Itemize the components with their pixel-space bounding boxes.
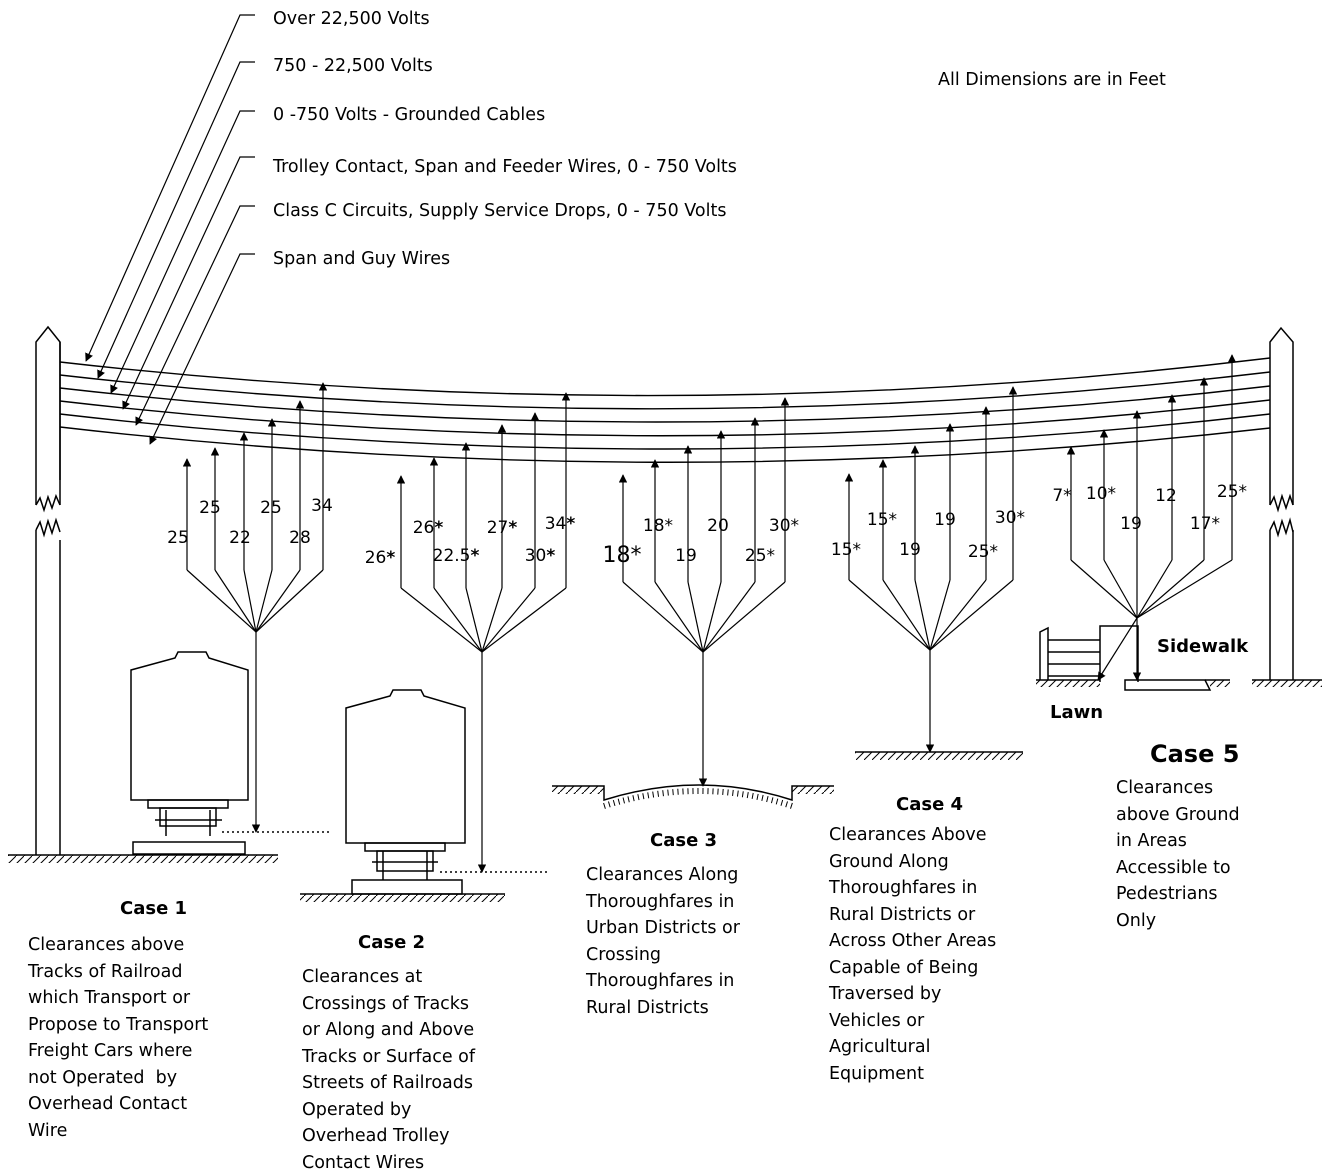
fan-line	[481, 587, 503, 653]
clearance-label: 25	[260, 498, 282, 518]
fan-line	[929, 579, 987, 651]
fan-line	[929, 579, 951, 651]
lawn-arrow	[1097, 617, 1138, 681]
fan-line	[400, 587, 483, 653]
sidewalk-label: Sidewalk	[1157, 636, 1249, 657]
legend-item-span-guy: Span and Guy Wires	[273, 249, 451, 269]
clearance-label: 10*	[1085, 484, 1117, 504]
clearance-label: 19	[934, 510, 956, 530]
legend-item-class-c: Class C Circuits, Supply Service Drops, …	[273, 201, 727, 221]
fan-line	[481, 587, 567, 653]
clearance-label: 25*	[744, 546, 776, 566]
fan-line	[702, 581, 756, 653]
clearance-label: 34*	[544, 514, 576, 534]
clearance-label: 26*	[412, 518, 444, 538]
clearance-label: 19	[1120, 514, 1142, 534]
clearance-label: 19	[899, 540, 921, 560]
clearance-label: 34	[311, 496, 333, 516]
fan-line	[702, 581, 722, 653]
clearance-label: 22.5*	[432, 546, 480, 566]
fan-line	[214, 569, 257, 633]
clearance-label: 30*	[994, 508, 1026, 528]
fan-line	[702, 581, 786, 653]
legend-item-trolley: Trolley Contact, Span and Feeder Wires, …	[273, 157, 737, 177]
case4-title: Case 4	[896, 794, 964, 815]
fan-line	[882, 579, 931, 651]
ground-case2	[300, 894, 505, 902]
rail-car-case2	[345, 689, 548, 895]
ground-case1	[8, 855, 278, 863]
fan-line	[654, 581, 704, 653]
case2-title: Case 2	[358, 932, 426, 953]
fan-line	[622, 581, 704, 653]
ground-case4	[855, 752, 1023, 760]
fan-line	[687, 581, 704, 653]
case5-description: Clearances above Ground in Areas Accessi…	[1116, 778, 1240, 931]
fan-line	[848, 579, 931, 651]
fan-line	[1070, 559, 1138, 619]
fan-line	[255, 569, 324, 633]
fan-line	[433, 587, 483, 653]
rail-car-case1	[130, 651, 330, 855]
fan-line	[255, 569, 301, 633]
fan-line	[1103, 559, 1138, 619]
fan-line	[186, 569, 257, 633]
clearance-label: 15*	[866, 510, 898, 530]
clearance-label: 28	[289, 528, 311, 548]
clearance-label: 15*	[830, 540, 862, 560]
clearance-label: 25*	[967, 542, 999, 562]
right-pole	[1269, 326, 1294, 680]
clearance-label: 12	[1155, 486, 1177, 506]
ground-right-pole	[1252, 680, 1322, 687]
case2-description: Clearances at Crossings of Tracks or Alo…	[302, 967, 476, 1173]
legend-leaders	[85, 14, 255, 445]
ground-case5b	[1210, 680, 1230, 687]
clearance-label: 25	[167, 528, 189, 548]
clearance-label: 18*	[642, 516, 674, 536]
clearance-label: 30*	[768, 516, 800, 536]
clearance-label: 18*	[602, 543, 642, 568]
case3-description: Clearances Along Thoroughfares in Urban …	[586, 865, 740, 1018]
wires	[59, 357, 1271, 463]
clearance-label: 30*	[524, 546, 556, 566]
clearance-label: 7*	[1052, 486, 1072, 506]
clearance-label: 26*	[364, 548, 396, 568]
legend-item-grounded-cables: 0 -750 Volts - Grounded Cables	[273, 105, 546, 125]
fan-line	[1136, 559, 1233, 619]
ground-case5	[1036, 680, 1100, 687]
fan-line	[243, 569, 257, 633]
case4-description: Clearances Above Ground Along Thoroughfa…	[829, 825, 997, 1084]
fan-line	[255, 569, 273, 633]
lawn-label: Lawn	[1050, 702, 1104, 723]
fan-line	[914, 579, 931, 651]
case3-title: Case 3	[650, 830, 718, 851]
left-pole	[35, 325, 61, 855]
clearance-label: 22	[229, 528, 251, 548]
road-case3	[552, 784, 834, 809]
fan-line	[481, 587, 536, 653]
clearance-label: 20	[707, 516, 729, 536]
clearance-label: 25	[199, 498, 221, 518]
clearance-label: 25*	[1216, 482, 1248, 502]
fan-line	[1136, 559, 1205, 619]
case1-description: Clearances above Tracks of Railroad whic…	[28, 935, 209, 1141]
case1-title: Case 1	[120, 898, 188, 919]
dimensions-note: All Dimensions are in Feet	[938, 70, 1166, 90]
clearance-label: 17*	[1189, 514, 1221, 534]
clearance-label: 27*	[486, 518, 518, 538]
legend-item-750-22500: 750 - 22,500 Volts	[273, 56, 433, 76]
legend-item-over-22500: Over 22,500 Volts	[273, 9, 430, 29]
fan-line	[1136, 559, 1173, 619]
fan-line	[465, 587, 483, 653]
clearance-label: 19	[675, 546, 697, 566]
fan-line	[929, 579, 1014, 651]
case5-title: Case 5	[1150, 740, 1240, 768]
clearance-fans	[182, 354, 1237, 873]
